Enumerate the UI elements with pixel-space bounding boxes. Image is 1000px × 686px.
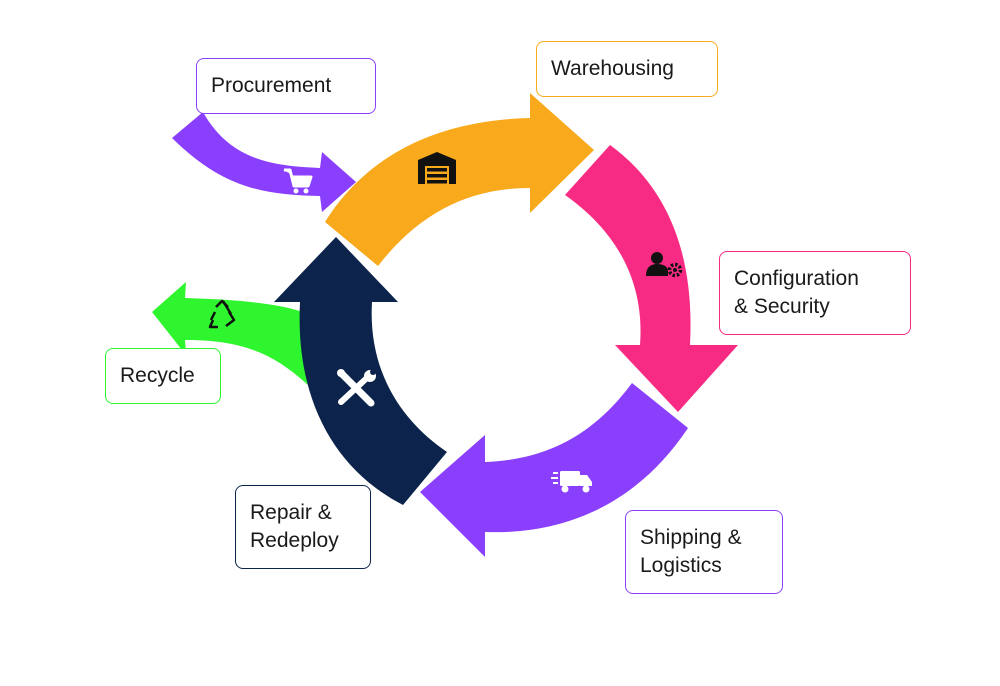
label-line: Logistics	[640, 554, 722, 577]
label-recycle: Recycle	[105, 348, 221, 404]
label-configuration: Configuration & Security	[719, 251, 911, 335]
warehousing-arrow	[325, 93, 594, 266]
repair-arrow	[274, 237, 447, 505]
user-gear-icon	[646, 252, 683, 278]
recycle-icon	[208, 299, 236, 329]
label-shipping: Shipping & Logistics	[625, 510, 783, 594]
label-procurement: Procurement	[196, 58, 376, 114]
label-line: Configuration	[734, 267, 859, 290]
shipping-arrow	[420, 383, 688, 557]
label-line: Shipping &	[640, 526, 742, 549]
procurement-arrow	[172, 112, 356, 212]
label-line: Recycle	[120, 364, 195, 387]
recycle-arrow	[152, 282, 322, 385]
tools-icon	[337, 369, 376, 407]
label-line: & Security	[734, 295, 830, 318]
cart-icon	[283, 168, 313, 194]
label-line: Repair &	[250, 501, 332, 524]
label-line: Redeploy	[250, 529, 339, 552]
configuration-arrow	[565, 145, 738, 412]
label-warehousing: Warehousing	[536, 41, 718, 97]
label-repair: Repair & Redeploy	[235, 485, 371, 569]
truck-icon	[551, 471, 592, 493]
label-line: Procurement	[211, 74, 332, 97]
warehouse-icon	[418, 152, 456, 184]
label-line: Warehousing	[551, 57, 674, 80]
